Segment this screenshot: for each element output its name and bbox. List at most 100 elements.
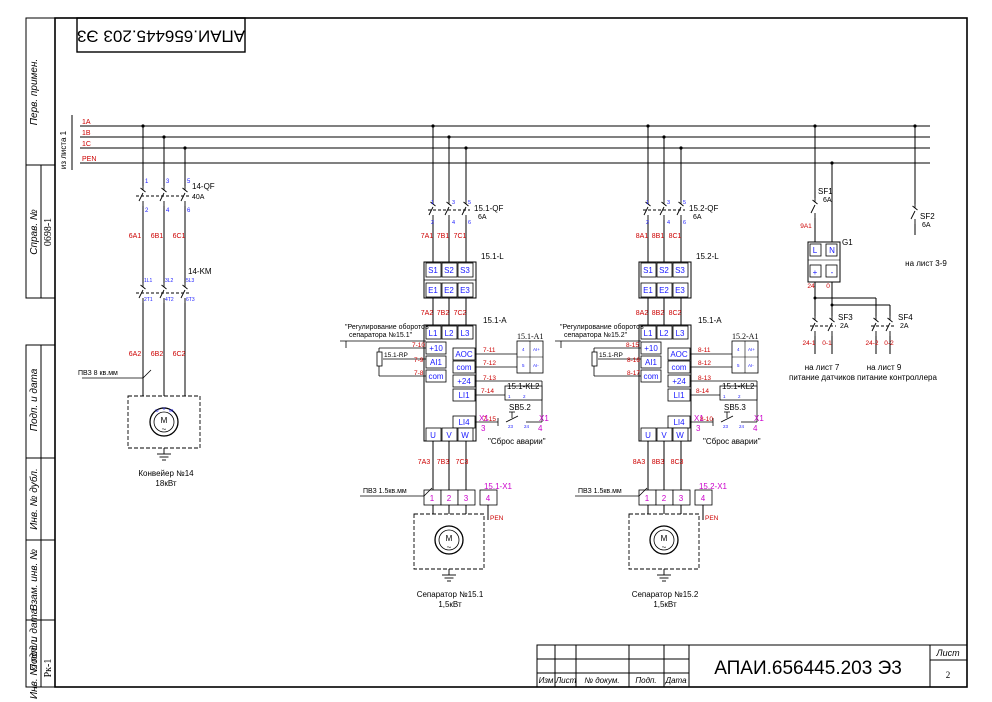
xt151-label: 15.1-X1 [484, 482, 513, 491]
stamp-sprav-num: 0698-1 [43, 218, 54, 246]
v151-aoc: AOC [455, 350, 473, 359]
motor151-name: Сепаратор №15.1 [417, 590, 484, 599]
rp152: 15.1-RP [599, 352, 623, 359]
w152-b1: 8B1 [652, 233, 665, 240]
w152-out3: 8-13 [698, 375, 711, 382]
tb-sheet-number: 2 [946, 670, 951, 680]
km14-pin1: 1L1 [144, 278, 153, 284]
x1-151-left-n: 3 [481, 424, 486, 433]
sf4-w1: 24-2 [865, 340, 878, 347]
group-14: 1 3 5 2 4 6 1L1 3L2 5L3 2T1 4T2 6T3 14-Q… [78, 126, 215, 488]
v151-p10: +10 [429, 344, 443, 353]
x1-152-left-n: 3 [696, 424, 701, 433]
v152-li1: LI1 [673, 391, 685, 400]
sb53-pin24: 24 [739, 424, 745, 429]
a1-151-pin5: 5 [522, 363, 525, 368]
sf3-note1: на лист 7 [805, 363, 840, 372]
w152-b3: 8B3 [652, 459, 665, 466]
xt151-3: 3 [464, 494, 469, 503]
r152-e1: E1 [643, 286, 653, 295]
w14-6a2: 6A2 [129, 351, 142, 358]
kl152 [719, 385, 758, 401]
r152-e3: E3 [675, 286, 685, 295]
motor152-power: 1,5кВт [653, 600, 677, 609]
v152-u: U [645, 431, 651, 440]
v151-li4: LI4 [458, 418, 470, 427]
motor14-w: W [169, 408, 174, 413]
w151-a1: 7A1 [421, 233, 434, 240]
qf152-label: 15.2-QF [689, 204, 718, 213]
r151-s2: S2 [444, 266, 454, 275]
v152-v: V [661, 431, 667, 440]
bus-pen: PEN [82, 156, 96, 163]
qf14-pin3: 3 [166, 179, 170, 185]
a1-152-ai-m: AI- [748, 363, 754, 368]
x1-152-right: X1 [754, 414, 764, 423]
stamp-perv: Перв. примен. [29, 59, 40, 125]
sf3-w1: 24-1 [802, 340, 815, 347]
motor14-name: Конвейер №14 [138, 469, 194, 478]
w152-out4: 8-14 [696, 388, 709, 395]
sb53-pin23: 23 [723, 424, 729, 429]
qf152-pin1: 1 [646, 200, 649, 206]
w151-out3: 7-13 [483, 375, 496, 382]
x1-152-left: X1 [694, 414, 704, 423]
psu-n: N [829, 246, 835, 255]
v152-ai1: AI1 [645, 358, 658, 367]
sf3-label: SF3 [838, 313, 853, 322]
r151-s1: S1 [428, 266, 438, 275]
psu-plus: + [813, 268, 818, 277]
w14-6b2: 6B2 [151, 351, 164, 358]
w152-a3: 8A3 [633, 459, 646, 466]
km14-pin4: 4T2 [165, 297, 174, 303]
psu-w-0: 0 [826, 283, 830, 290]
r152-s3: S3 [675, 266, 685, 275]
reg151-2: сепаратора №15.1" [349, 332, 413, 339]
bus-1a: 1A [82, 119, 91, 126]
qf151-pin6: 6 [468, 220, 471, 226]
w151-c2: 7C2 [454, 310, 467, 317]
a1-152-label: 15.2-A1 [732, 332, 758, 341]
kl151-label: 15.1-KL2 [507, 382, 540, 391]
tb-drawing-code: АПАИ.656445.203 Э3 [714, 658, 902, 679]
v152-l2: L2 [660, 329, 669, 338]
side-stamp [25, 17, 56, 688]
stamp-inv-num: Рк-1 [43, 659, 54, 678]
sf3-rating: 2A [840, 323, 849, 330]
motor14-power: 18кВт [155, 479, 176, 488]
w152-out2: 8-12 [698, 360, 711, 367]
sf2-rating: 6A [922, 222, 931, 229]
w151-b2: 7B2 [437, 310, 450, 317]
qf152-pin5: 5 [683, 200, 686, 206]
rp151-w1: 7-10 [412, 342, 425, 349]
x1-151-right: X1 [539, 414, 549, 423]
stamp-podp-data1: Подп. и дата [29, 368, 40, 431]
rp152-w3: 8-17 [627, 370, 640, 377]
a1-151-pin4: 4 [522, 347, 525, 352]
qf151-pin4: 4 [452, 220, 455, 226]
km14-pin6: 6T3 [186, 297, 195, 303]
v152-l3: L3 [676, 329, 685, 338]
sf1-label: SF1 [818, 187, 833, 196]
kl152-pin2: 2 [738, 394, 741, 399]
qf151-pin3: 3 [452, 200, 455, 206]
v152-com: com [643, 372, 658, 381]
rp151: 15.1-RP [384, 352, 408, 359]
bus-from: из листа 1 [59, 130, 68, 169]
w14-6c2: 6C2 [173, 351, 186, 358]
motor151-m: M [446, 534, 453, 543]
cable152: ПВЗ 1.5кв.мм [578, 488, 622, 495]
reg152-2: сепаратора №15.2" [564, 332, 628, 339]
v151-v: V [446, 431, 452, 440]
v152-p24: +24 [672, 377, 686, 386]
tb-podp: Подп. [635, 676, 656, 685]
top-drawing-code: АПАИ.656445.203 Э3 [77, 27, 245, 46]
xt152-1: 1 [645, 494, 650, 503]
w14-6a1: 6A1 [129, 233, 142, 240]
tb-izm: Изм [539, 676, 554, 685]
w151-out1: 7-11 [483, 347, 496, 354]
w14-6b1: 6B1 [151, 233, 164, 240]
km14-pin3: 3L2 [165, 278, 174, 284]
r151-e2: E2 [444, 286, 454, 295]
